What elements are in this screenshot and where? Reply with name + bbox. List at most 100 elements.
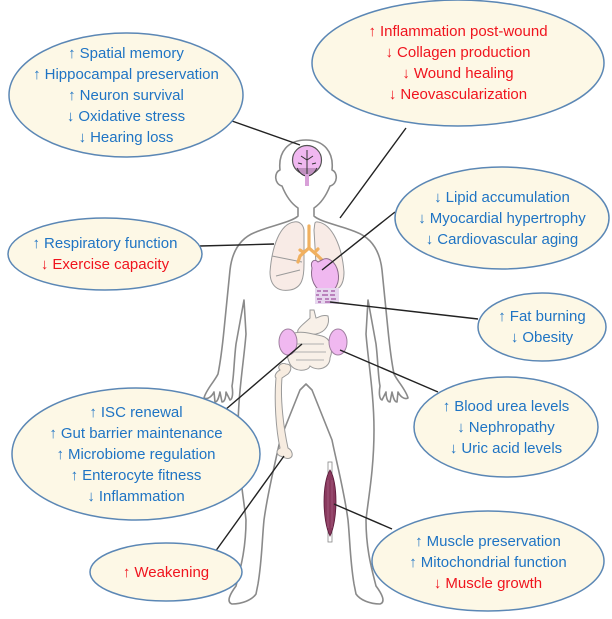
effect-item: ↑Respiratory function (33, 233, 178, 254)
bubble-shape-kidney (413, 376, 599, 478)
effect-item: ↓Uric acid levels (450, 438, 562, 459)
kidneys-organ (278, 328, 348, 356)
effect-item: ↓Inflammation (87, 486, 184, 507)
effect-label: Nephropathy (468, 418, 555, 436)
bubble-shape-brain (8, 32, 244, 158)
effect-item: ↑Fat burning (498, 306, 585, 327)
effect-item: ↑Hippocampal preservation (33, 64, 219, 85)
arrow-down-icon: ↓ (457, 418, 465, 436)
effect-label: Neuron survival (79, 86, 184, 104)
effect-item: ↓Oxidative stress (67, 106, 185, 127)
effect-item: ↑Neuron survival (68, 85, 184, 106)
connector-lung (199, 243, 275, 247)
bubble-skin: ↑Inflammation post-wound↓Collagen produc… (312, 6, 604, 120)
bubble-shape-skin (311, 0, 605, 127)
effect-label: Obesity (522, 329, 574, 346)
effect-label: Fat burning (509, 308, 586, 325)
effect-label: Hearing loss (90, 128, 174, 146)
effect-label: Lipid accumulation (445, 188, 570, 206)
effect-item: ↓Wound healing (402, 63, 513, 84)
bubble-gut: ↑ISC renewal↑Gut barrier maintenance↑Mic… (12, 392, 260, 516)
effect-label: ISC renewal (100, 403, 183, 421)
connector-heart (321, 211, 396, 271)
arrow-up-icon: ↑ (498, 308, 506, 325)
arrow-down-icon: ↓ (418, 209, 426, 227)
effect-item: ↓Exercise capacity (41, 254, 169, 275)
connector-bone (214, 455, 285, 553)
effect-label: Gut barrier maintenance (60, 424, 223, 442)
bubble-bone: ↑Weakening (90, 558, 242, 586)
muscle-organ (323, 461, 337, 543)
effect-label: Weakening (134, 563, 210, 581)
effect-label: Uric acid levels (461, 439, 563, 457)
bubble-brain: ↑Spatial memory↑Hippocampal preservation… (9, 38, 243, 152)
arrow-up-icon: ↑ (32, 235, 41, 252)
effect-label: Neovascularization (400, 86, 528, 103)
bronchi-organ (296, 224, 324, 264)
connector-gut (224, 343, 303, 411)
arrow-down-icon: ↓ (449, 439, 458, 457)
bubble-shape-gut (11, 387, 261, 521)
effect-item: ↓Muscle growth (434, 573, 542, 594)
arrow-up-icon: ↑ (68, 86, 76, 104)
effect-label: Exercise capacity (52, 256, 170, 273)
effect-item: ↓Hearing loss (79, 127, 174, 148)
arrow-down-icon: ↓ (425, 230, 434, 248)
bubble-shape-lung (7, 217, 203, 291)
arrow-down-icon: ↓ (510, 329, 519, 346)
effect-item: ↓Nephropathy (457, 417, 554, 438)
effect-item: ↑Gut barrier maintenance (49, 423, 222, 444)
connector-kidney (339, 349, 439, 393)
arrow-up-icon: ↑ (409, 553, 417, 571)
effect-item: ↑Inflammation post-wound (368, 21, 547, 42)
connector-muscle (333, 503, 393, 530)
effect-label: Muscle growth (445, 574, 543, 592)
effect-item: ↑Enterocyte fitness (71, 465, 202, 486)
arrow-up-icon: ↑ (368, 23, 376, 40)
effect-item: ↑Muscle preservation (415, 531, 561, 552)
effect-label: Blood urea levels (454, 397, 570, 415)
effect-label: Respiratory function (44, 235, 178, 252)
effect-item: ↓Myocardial hypertrophy (418, 208, 585, 229)
effect-item: ↓Cardiovascular aging (426, 229, 578, 250)
effect-item: ↑Microbiome regulation (56, 444, 215, 465)
bubble-kidney: ↑Blood urea levels↓Nephropathy↓Uric acid… (414, 384, 598, 470)
arrow-up-icon: ↑ (49, 424, 57, 442)
bubble-heart: ↓Lipid accumulation↓Myocardial hypertrop… (395, 174, 609, 262)
arrow-down-icon: ↓ (40, 256, 49, 273)
arrow-down-icon: ↓ (434, 188, 442, 206)
effect-label: Wound healing (413, 65, 514, 82)
bubble-lung: ↑Respiratory function↓Exercise capacity (8, 224, 202, 284)
bubble-muscle: ↑Muscle preservation↑Mitochondrial funct… (372, 520, 604, 604)
effect-label: Spatial memory (79, 44, 184, 62)
arrow-up-icon: ↑ (442, 397, 451, 415)
arrow-up-icon: ↑ (56, 445, 64, 463)
adipose-organ (315, 288, 339, 304)
effect-label: Inflammation post-wound (379, 23, 548, 40)
effect-label: Hippocampal preservation (44, 65, 219, 83)
arrow-down-icon: ↓ (388, 86, 397, 103)
effect-label: Collagen production (397, 44, 531, 61)
bubble-shape-fat (477, 292, 607, 362)
effect-item: ↑Spatial memory (68, 43, 184, 64)
bubble-shape-muscle (371, 510, 605, 612)
brain-organ (291, 144, 323, 186)
arrow-down-icon: ↓ (385, 44, 394, 61)
effect-item: ↑Mitochondrial function (409, 552, 566, 573)
body-outline (203, 139, 409, 605)
bubble-shape-bone (89, 542, 243, 602)
arrow-up-icon: ↑ (122, 563, 131, 581)
arrow-down-icon: ↓ (66, 107, 75, 125)
arrow-up-icon: ↑ (70, 466, 79, 484)
effect-item: ↓Lipid accumulation (434, 187, 570, 208)
arrow-up-icon: ↑ (68, 44, 76, 62)
effect-item: ↑ISC renewal (89, 402, 182, 423)
effect-label: Oxidative stress (78, 107, 186, 125)
arrow-up-icon: ↑ (33, 65, 41, 83)
intestine-organ (286, 309, 333, 371)
connectors (199, 120, 479, 553)
effect-item: ↓Collagen production (386, 42, 531, 63)
effect-item: ↓Neovascularization (389, 84, 527, 105)
